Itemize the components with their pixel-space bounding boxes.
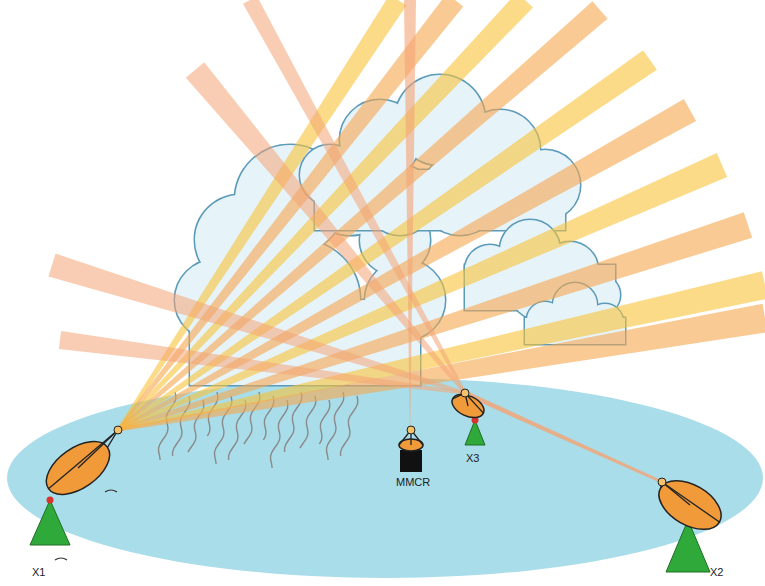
dish-reflector: [37, 431, 119, 505]
rain-streak: [300, 396, 316, 448]
radar-pedestal: [30, 500, 70, 545]
radar-label: X3: [466, 452, 479, 465]
mmcr-beam: [404, 0, 416, 450]
radar-dish: [399, 426, 423, 451]
x2-beam: [464, 391, 663, 484]
feed-horn: [658, 478, 666, 486]
feed-strut: [49, 430, 118, 489]
x3-beam: [59, 331, 465, 394]
feed-strut: [662, 482, 690, 505]
x3-beam: [243, 0, 466, 394]
radar-label: MMCR: [396, 476, 430, 489]
radars: [30, 389, 729, 572]
radar-dish: [448, 389, 487, 422]
radar-joint: [47, 497, 54, 504]
mmcr-housing: [400, 450, 422, 472]
rain-streak: [271, 400, 288, 468]
ground-ellipse: [7, 378, 763, 578]
dish-reflector: [448, 390, 487, 422]
radar-label: X2: [710, 566, 723, 579]
feed-horn: [407, 426, 415, 434]
feed-horn: [461, 389, 469, 397]
dish-reflector: [651, 471, 730, 540]
motion-mark: [105, 490, 117, 492]
feed-horn: [114, 426, 122, 434]
feed-strut: [662, 482, 719, 522]
radar-label: X1: [32, 566, 45, 579]
radar-dish: [651, 471, 730, 540]
rain-streak: [341, 396, 358, 456]
radar-beams: [48, 0, 765, 483]
rain-streak: [319, 400, 329, 444]
motion-mark: [55, 558, 67, 560]
feed-strut: [78, 430, 118, 468]
x3-beam: [186, 62, 466, 394]
radar-pedestal: [465, 420, 485, 445]
radar-dish: [37, 426, 122, 505]
